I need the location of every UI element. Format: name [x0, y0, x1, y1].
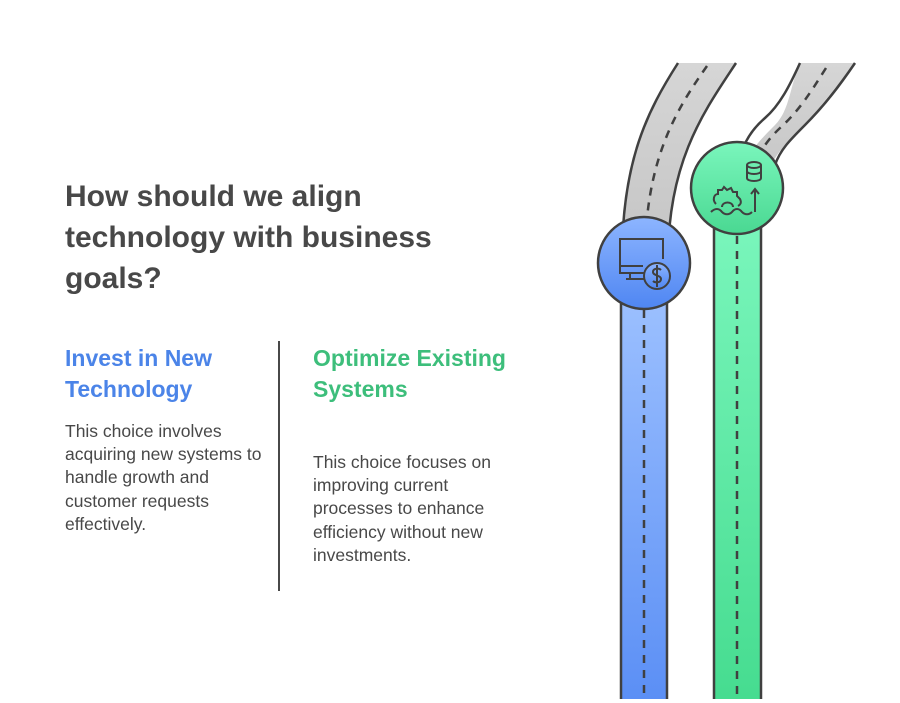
gear-database-arrow-icon — [689, 140, 785, 236]
column-divider — [278, 341, 280, 591]
road-blue — [619, 290, 669, 699]
road-green — [712, 220, 763, 699]
option-optimize-description: This choice focuses on improving current… — [313, 452, 492, 565]
option-invest-heading: Invest in New Technology — [65, 345, 212, 402]
option-optimize-heading: Optimize Existing Systems — [313, 345, 506, 402]
option-invest-description: This choice involves acquiring new syste… — [65, 421, 262, 534]
page-title: How should we align technology with busi… — [65, 180, 432, 295]
monitor-dollar-icon — [596, 215, 692, 311]
